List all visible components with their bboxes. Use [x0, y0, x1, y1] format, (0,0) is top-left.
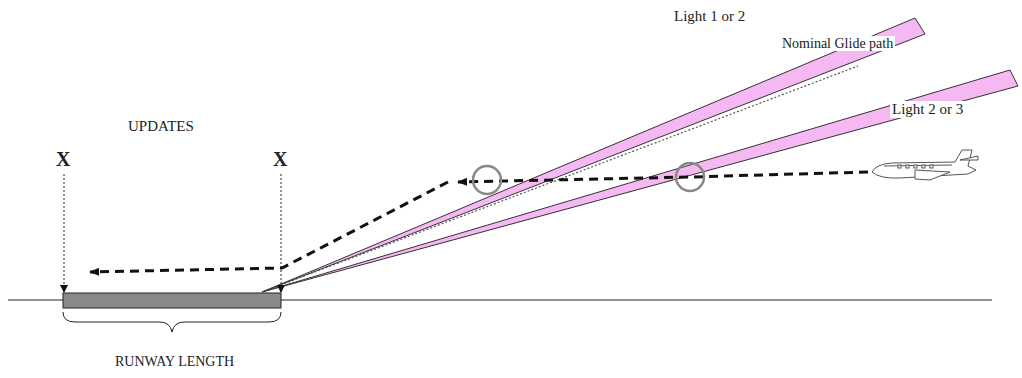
runway	[63, 293, 281, 308]
crossing-circle	[676, 163, 704, 191]
update-marker	[281, 174, 282, 292]
updates-label: UPDATES	[128, 118, 194, 135]
update-marker-label: X	[273, 148, 287, 170]
flight-path	[458, 172, 868, 182]
update-marker-label: X	[56, 148, 70, 170]
update-marker	[64, 174, 65, 292]
flight-path	[90, 182, 448, 272]
runway-brace	[63, 312, 281, 332]
beam-label: Light 2 or 3	[890, 101, 965, 118]
crossing-circle	[473, 166, 501, 194]
glide-path-label: Nominal Glide path	[780, 36, 895, 51]
aircraft	[872, 150, 978, 180]
beam-label: Light 1 or 2	[672, 8, 747, 25]
light-beam-lower	[262, 70, 1018, 292]
light-beam-upper	[262, 18, 925, 292]
runway-length-label: RUNWAY LENGTH	[115, 354, 234, 369]
